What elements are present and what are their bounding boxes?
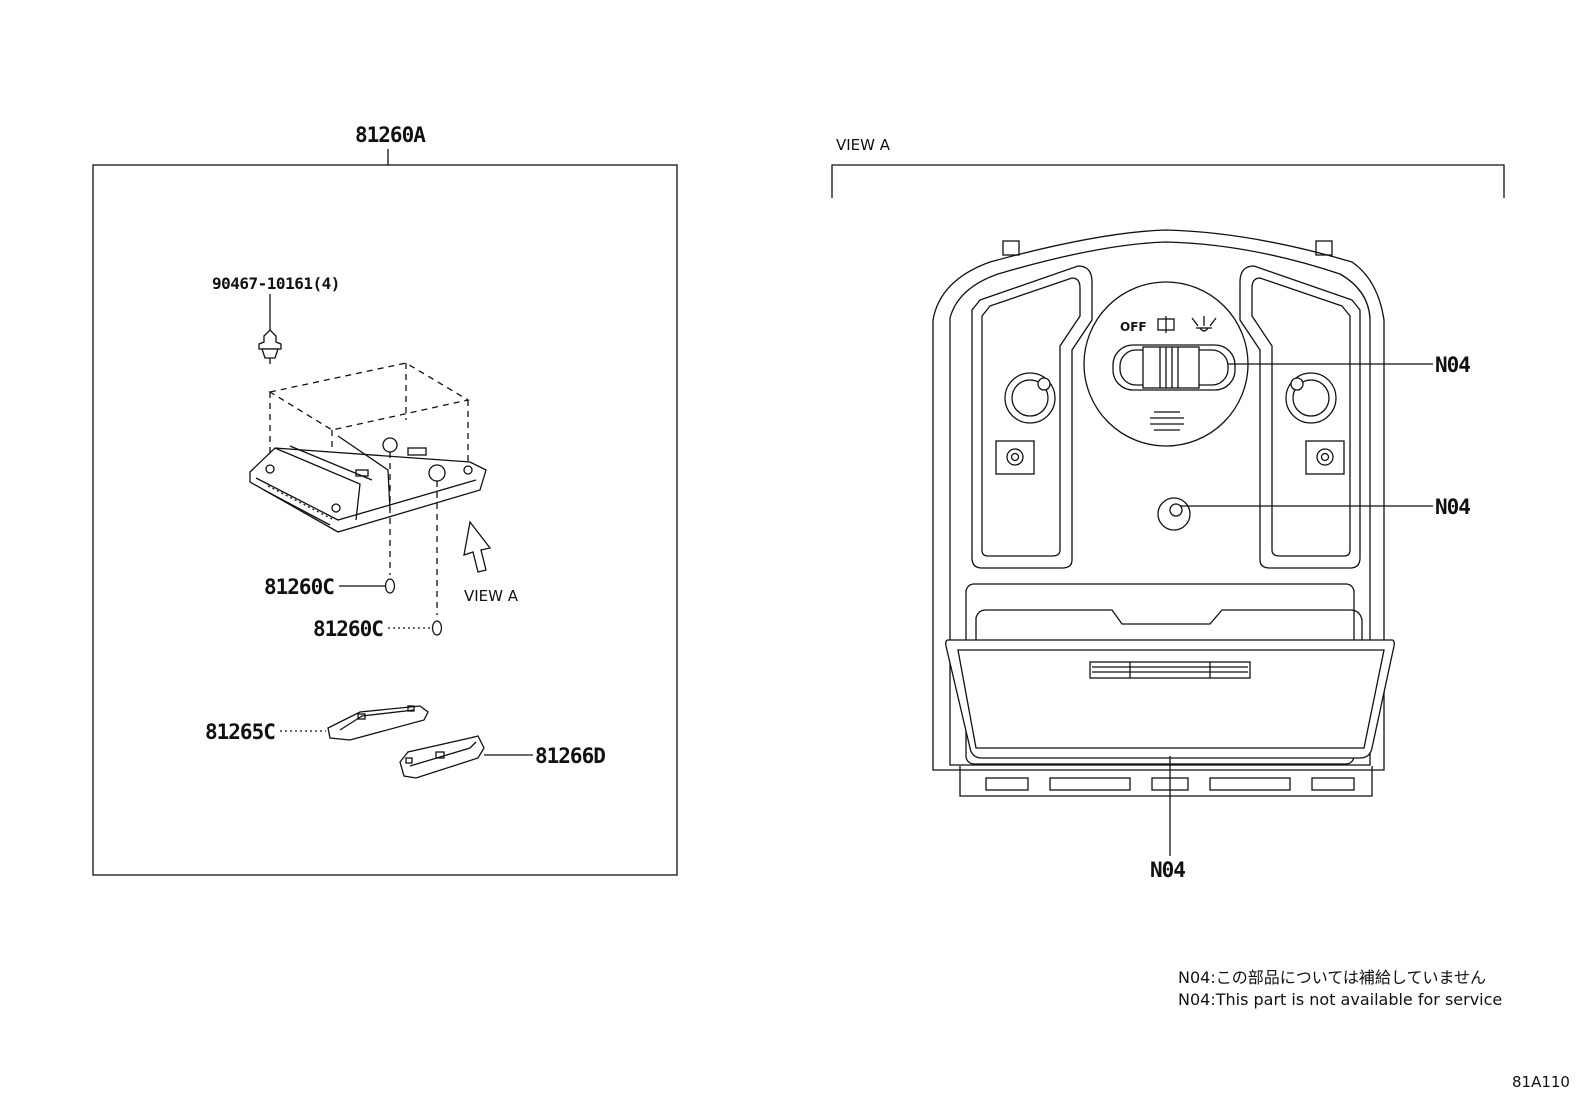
- view-a-title: VIEW A: [836, 136, 891, 154]
- room-lamp-slide-switch[interactable]: [1112, 344, 1236, 391]
- cover-right-label: 81266D: [535, 744, 605, 768]
- clip-icon: [258, 329, 282, 364]
- cover-right-icon: [399, 735, 485, 779]
- box-grip-icon: [1089, 661, 1251, 679]
- room-lamp-switch-panel: OFF: [1083, 281, 1249, 447]
- left-panel: 81260A 90467-10161(4): [92, 123, 678, 876]
- cover-left-label: 81265C: [205, 720, 275, 744]
- overhead-console-body: [932, 229, 1385, 771]
- right-lamp-indicator-icon: [1305, 440, 1345, 475]
- lamp-on-icon: [1191, 316, 1217, 332]
- plug-upper-label: 81260C: [264, 575, 334, 599]
- callout-switch-label: N04: [1435, 353, 1470, 377]
- cover-left-icon: [327, 705, 429, 741]
- door-position-icon: [1157, 316, 1175, 333]
- callout-box-label: N04: [1150, 858, 1185, 882]
- clip-part-label: 90467-10161(4): [212, 274, 340, 293]
- plug-upper-icon: [384, 578, 396, 594]
- assembly-frame: [92, 164, 678, 876]
- bottom-vent-slots: [959, 766, 1373, 797]
- plug-lower-label: 81260C: [313, 617, 383, 641]
- assembly-number-label: 81260A: [355, 123, 426, 147]
- switch-off-label: OFF: [1120, 320, 1147, 334]
- right-panel: VIEW A: [831, 136, 1505, 882]
- map-lamp-housing-icon: [249, 435, 487, 533]
- callout-sensor-label: N04: [1435, 495, 1470, 519]
- note-english: N04:This part is not available for servi…: [1178, 990, 1503, 1009]
- right-map-lamp-lens: [1239, 265, 1361, 569]
- plug-lower-icon: [431, 620, 443, 636]
- note-japanese: N04:この部品については補給していません: [1178, 968, 1486, 987]
- view-a-bracket: [831, 164, 1505, 198]
- speaker-grille-icon: [1150, 411, 1184, 431]
- sensor-icon: [1157, 497, 1191, 531]
- view-a-arrow-icon: [463, 520, 492, 573]
- left-lamp-switch-icon[interactable]: [1004, 372, 1056, 424]
- figure-code: 81A110: [1512, 1073, 1570, 1091]
- sunglass-box[interactable]: [945, 583, 1395, 765]
- left-lamp-indicator-icon: [995, 440, 1035, 475]
- view-a-arrow-label: VIEW A: [464, 587, 519, 605]
- left-map-lamp-lens: [971, 265, 1093, 569]
- right-lamp-switch-icon[interactable]: [1285, 372, 1337, 424]
